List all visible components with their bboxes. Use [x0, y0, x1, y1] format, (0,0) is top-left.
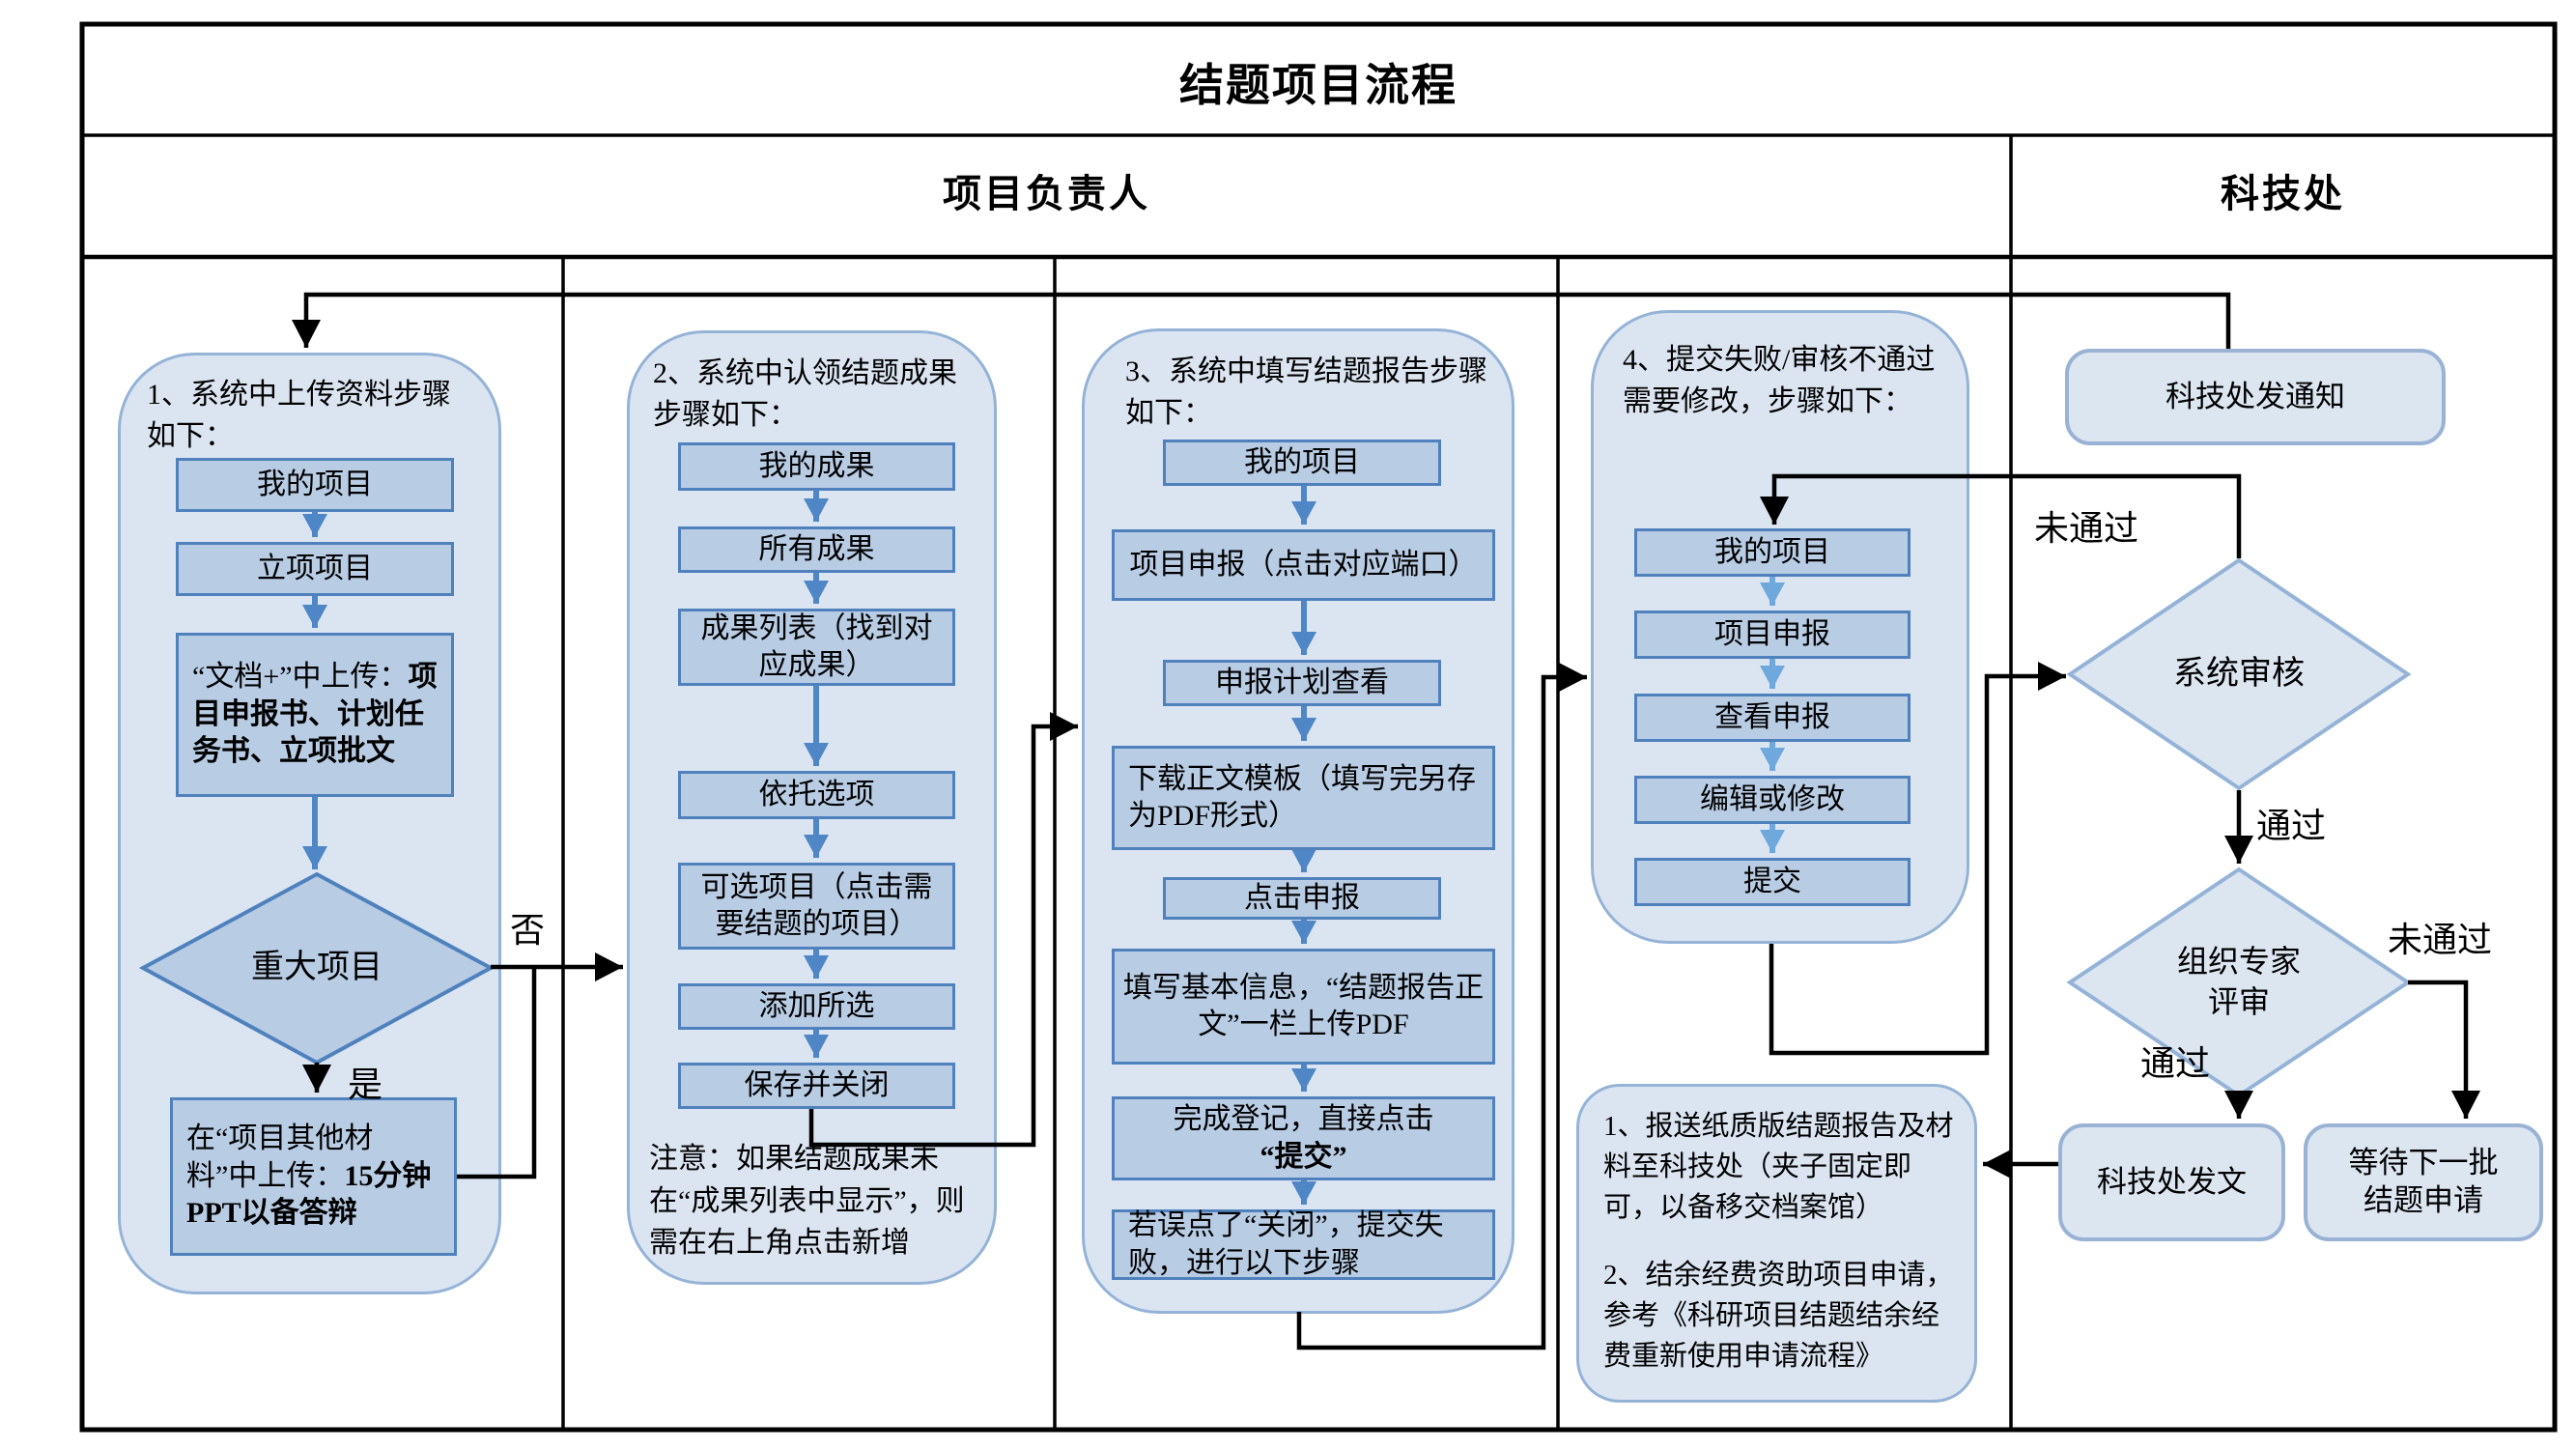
- step-box: 依托选项: [678, 771, 955, 819]
- step2-note: 注意：如果结题成果未在“成果列表中显示”，则需在右上角点击新增: [649, 1143, 965, 1259]
- lane-header-project-leader: 项目负责人: [943, 172, 1150, 215]
- step-box: 编辑或修改: [1634, 776, 1911, 824]
- step-box: 我的项目: [176, 458, 454, 512]
- step-box: 下载正文模板（填写完另存为PDF形式）: [1112, 746, 1495, 850]
- fail-note-box: 若误点了“关闭”，提交失败，进行以下步骤: [1112, 1209, 1495, 1280]
- step-box: 成果列表（找到对应成果）: [678, 609, 955, 686]
- step2-intro: 2、系统中认领结题成果步骤如下：: [653, 357, 957, 431]
- system-review-label: 系统审核: [2173, 655, 2305, 692]
- step-box: 所有成果: [678, 526, 955, 573]
- step-box: 可选项目（点击需要结题的项目）: [678, 863, 955, 950]
- step1-intro: 1、系统中上传资料步骤如下：: [147, 379, 451, 452]
- major-project-diamond-label: 重大项目: [251, 949, 382, 985]
- expert-review-label: 组织专家评审: [2176, 944, 2301, 1019]
- step3-intro: 3、系统中填写结题报告步骤如下：: [1125, 355, 1487, 429]
- fail-label-2: 未通过: [2388, 921, 2493, 959]
- step-box: 查看申报: [1634, 694, 1911, 742]
- ppt-upload-box: 在“项目其他材料”中上传：15分钟PPT以备答辩: [170, 1097, 457, 1256]
- step-box: 项目申报（点击对应端口）: [1112, 529, 1495, 601]
- step-box: 提交: [1634, 858, 1911, 906]
- step-box: 项目申报: [1634, 611, 1911, 659]
- notice-box: 科技处发通知: [2065, 349, 2446, 445]
- step-box: 我的成果: [678, 442, 955, 491]
- lane-header-sci-tech-office: 科技处: [2221, 172, 2345, 215]
- step-box: 我的项目: [1163, 440, 1441, 486]
- page-title: 结题项目流程: [1179, 61, 1458, 110]
- no-label: 否: [510, 911, 546, 950]
- step-box: 保存并关闭: [678, 1063, 955, 1109]
- step-box: 添加所选: [678, 983, 955, 1030]
- submit-box: 完成登记，直接点击“提交”: [1112, 1096, 1495, 1180]
- upload-docs-box: “文档+”中上传：项目申报书、计划任务书、立项批文: [176, 633, 454, 797]
- step-box: 申报计划查看: [1163, 660, 1441, 706]
- step-box: 填写基本信息，“结题报告正文”一栏上传PDF: [1112, 949, 1495, 1065]
- step-box: 点击申报: [1163, 877, 1441, 920]
- step-box: 立项项目: [176, 542, 454, 596]
- connector-expertfail-to-wait: [2408, 980, 2480, 1119]
- yes-label: 是: [348, 1065, 383, 1104]
- fail-label-1: 未通过: [2034, 509, 2139, 548]
- step-box: 我的项目: [1634, 528, 1911, 577]
- wait-next-batch-box: 等待下一批结题申请: [2304, 1123, 2543, 1241]
- pass-label-1: 通过: [2256, 807, 2327, 845]
- step4-intro: 4、提交失败/审核不通过需要修改，步骤如下：: [1623, 344, 1936, 417]
- dispatch-box: 科技处发文: [2058, 1123, 2285, 1241]
- pass-label-2: 通过: [2140, 1044, 2211, 1083]
- paper-note-text: 1、报送纸质版结题报告及材料至科技处（夹子固定即可，以备移交档案馆） 2、结余经…: [1603, 1111, 1954, 1373]
